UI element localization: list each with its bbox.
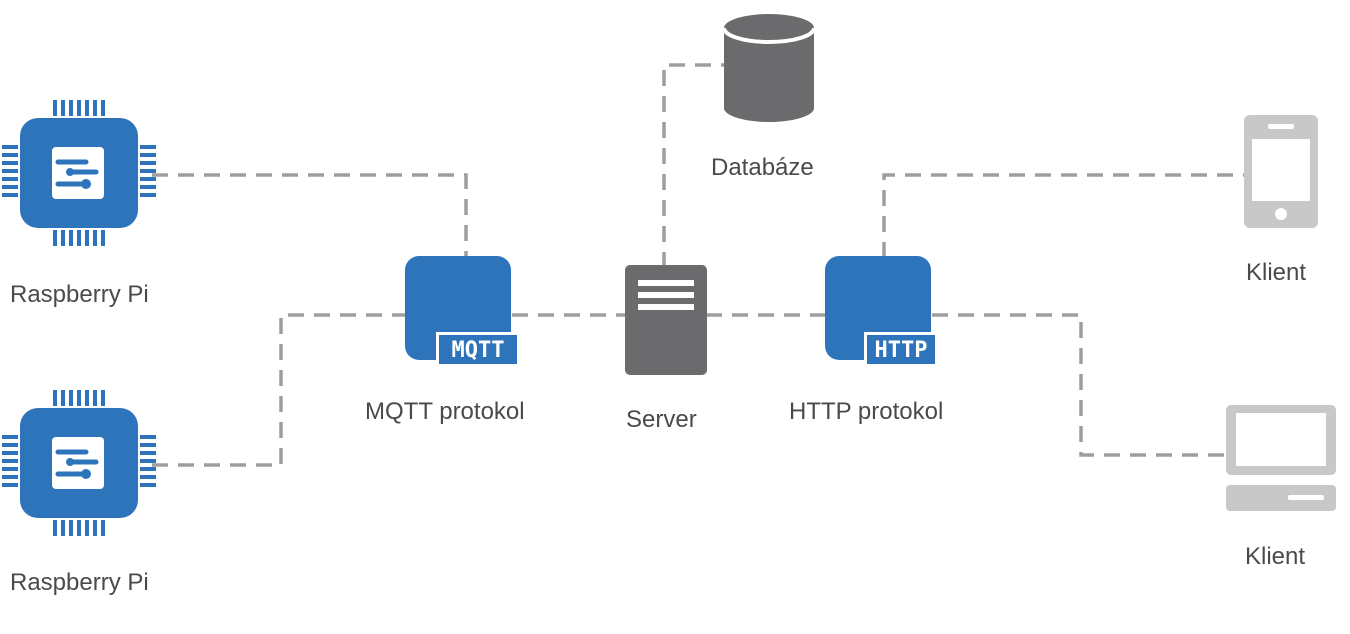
label-raspberry-pi-top: Raspberry Pi <box>10 281 149 308</box>
database-icon <box>722 14 816 122</box>
chip-icon <box>2 390 156 536</box>
line-http-to-pc <box>932 313 1228 457</box>
desktop-computer-icon <box>1226 405 1336 511</box>
label-database: Databáze <box>711 154 814 181</box>
smartphone-icon <box>1244 115 1318 228</box>
label-http-protocol: HTTP protokol <box>789 398 944 425</box>
label-mqtt-protocol: MQTT protokol <box>365 398 525 425</box>
http-badge: HTTP <box>875 338 928 363</box>
mqtt-badge: MQTT <box>452 338 505 363</box>
line-pi-top-to-mqtt <box>152 173 468 258</box>
label-client-pc: Klient <box>1245 543 1306 570</box>
connection-lines <box>152 63 1246 467</box>
label-raspberry-pi-bottom: Raspberry Pi <box>10 569 149 596</box>
line-server-to-database <box>662 63 724 268</box>
label-server: Server <box>626 406 697 433</box>
line-http-to-phone <box>882 173 1246 258</box>
server-icon <box>625 265 707 375</box>
line-pi-bottom-to-mqtt <box>152 313 408 467</box>
chip-icon <box>2 100 156 246</box>
label-client-phone: Klient <box>1246 259 1307 286</box>
protocol-block-icon: MQTT <box>405 256 520 367</box>
protocol-block-icon: HTTP <box>825 256 938 367</box>
